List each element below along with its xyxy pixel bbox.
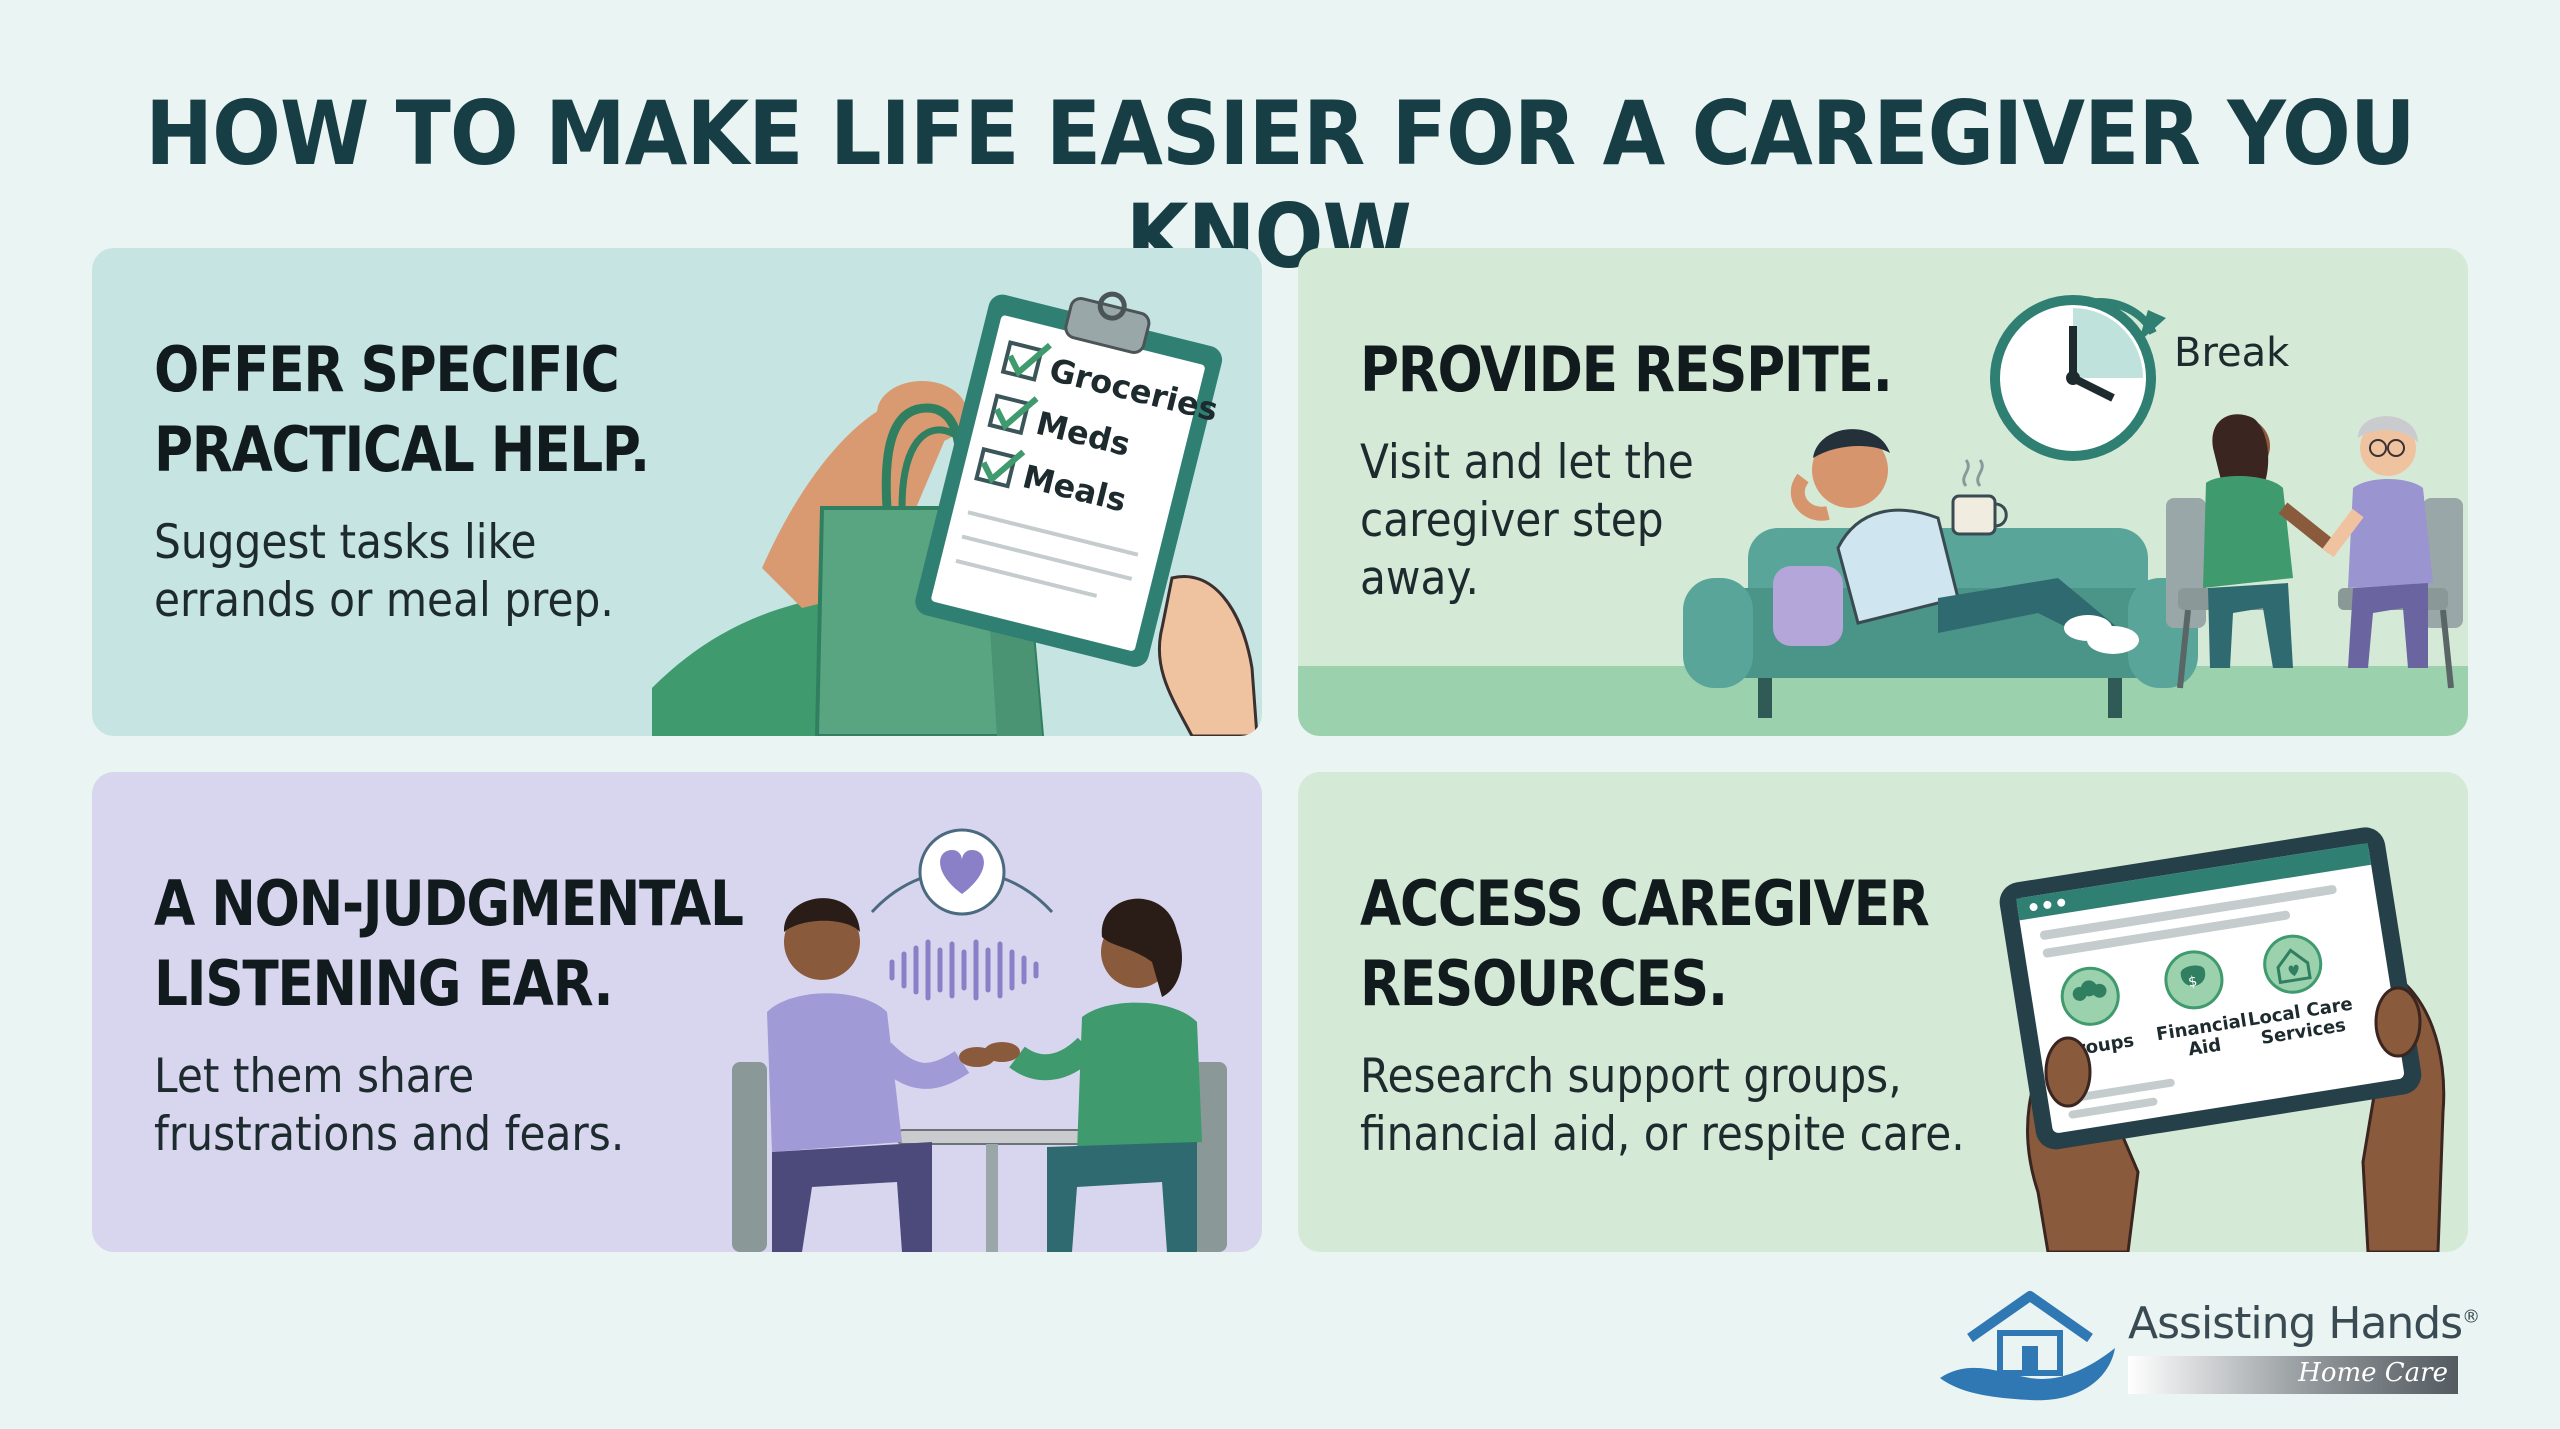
card-title-line: A NON-JUDGMENTAL [154, 867, 744, 940]
card-body-line: Let them share [154, 1049, 475, 1104]
card-body-line: frustrations and fears. [154, 1107, 625, 1162]
card-body-line: Visit and let the [1360, 435, 1694, 490]
card-title-line: LISTENING EAR. [154, 947, 614, 1020]
card-title: PROVIDE RESPITE. [1360, 330, 1979, 410]
sound-wave-icon [889, 939, 1039, 1001]
logo-subtitle-bar: Home Care [2128, 1356, 2458, 1394]
shopping-bag-checklist-illustration: Groceries Meds Meals [652, 291, 1259, 736]
hand-icon [1157, 575, 1259, 736]
clock-icon [1990, 295, 2166, 461]
card-body: Let them share frustrations and fears. [154, 1048, 766, 1164]
card-body: Research support groups, financial aid, … [1360, 1048, 1972, 1164]
table-leg [986, 1144, 998, 1252]
card-body-line: Research support groups, [1360, 1049, 1902, 1104]
card-body-line: caregiver step [1360, 493, 1664, 548]
respite-illustration: Break [1298, 295, 2468, 736]
conversation-illustration [732, 828, 1227, 1252]
card-resources: ACCESS CAREGIVER RESOURCES. Research sup… [1298, 772, 2468, 1252]
coffee-mug-icon [1951, 459, 2008, 536]
card-body: Visit and let the caregiver step away. [1360, 434, 1972, 608]
card-body-line: away. [1360, 551, 1479, 606]
card-title-line: PROVIDE RESPITE. [1360, 333, 1893, 406]
relaxing-person [1790, 429, 2139, 654]
thumb [2374, 986, 2422, 1058]
card-title: ACCESS CAREGIVER RESOURCES. [1360, 864, 1979, 1024]
card-practical-help: OFFER SPECIFIC PRACTICAL HELP. Suggest t… [92, 248, 1262, 736]
card-body: Suggest tasks like errands or meal prep. [154, 514, 766, 630]
tablet-icon: $ Groups Financial Aid Local Care Servic… [1999, 827, 2422, 1150]
card-title-line: ACCESS CAREGIVER [1360, 867, 1930, 940]
card-title-line: OFFER SPECIFIC [154, 333, 620, 406]
heart-icon [918, 828, 1006, 916]
brand-logo: Assisting Hands® Home Care [1930, 1278, 2490, 1408]
svg-text:$: $ [2187, 973, 2198, 990]
registered-mark: ® [2462, 1306, 2480, 1328]
people-icon [2060, 966, 2120, 1026]
card-body-line: financial aid, or respite care. [1360, 1107, 1965, 1162]
card-listening-ear: A NON-JUDGMENTAL LISTENING EAR. Let them… [92, 772, 1262, 1252]
card-title-line: PRACTICAL HELP. [154, 413, 650, 486]
card-body-line: Suggest tasks like [154, 515, 537, 570]
card-title-line: RESOURCES. [1360, 947, 1728, 1020]
logo-subtitle: Home Care [2298, 1358, 2448, 1388]
logo-name: Assisting Hands® [2128, 1298, 2480, 1349]
visitor-and-elder [2166, 414, 2463, 689]
thumb [2044, 1036, 2092, 1108]
card-title: OFFER SPECIFIC PRACTICAL HELP. [154, 330, 773, 490]
clipboard-icon: Groceries Meds Meals [915, 291, 1223, 667]
clock-label: Break [2174, 330, 2290, 376]
card-title: A NON-JUDGMENTAL LISTENING EAR. [154, 864, 773, 1024]
tablet-item-label: Aid [2187, 1035, 2223, 1061]
listener-person-left [732, 898, 995, 1252]
card-respite: PROVIDE RESPITE. Visit and let the careg… [1298, 248, 2468, 736]
arm-skin [762, 398, 952, 608]
tablet-illustration: $ Groups Financial Aid Local Care Servic… [1999, 827, 2446, 1252]
card-body-line: errands or meal prep. [154, 573, 614, 628]
house-in-hand-icon [1940, 1291, 2115, 1401]
table-icon [896, 1129, 1088, 1145]
speaker-person-right [984, 898, 1227, 1252]
logo-name-text: Assisting Hands [2128, 1298, 2463, 1349]
page-title: HOW TO MAKE LIFE EASIER FOR A CAREGIVER … [145, 82, 2415, 288]
